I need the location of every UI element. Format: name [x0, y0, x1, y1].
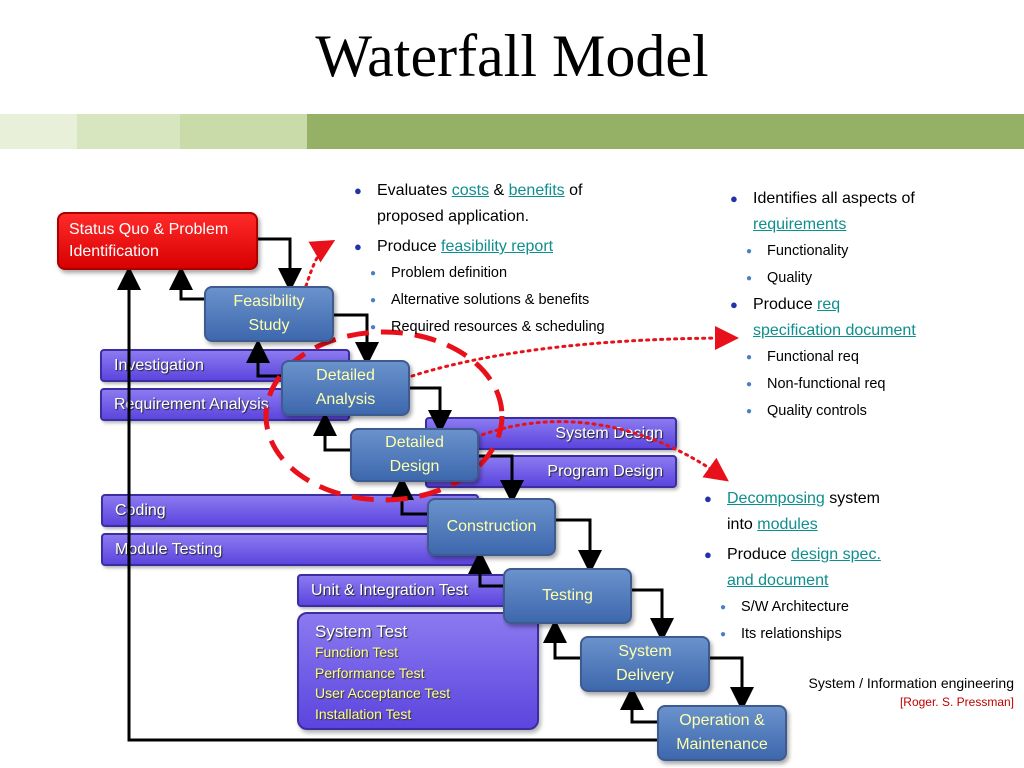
sub-item: Quality	[729, 265, 1019, 292]
box-testing: Testing	[503, 568, 632, 624]
header-band-3	[180, 114, 307, 149]
system-test-item: Installation Test	[315, 705, 412, 722]
bar-coding: Coding	[101, 494, 479, 527]
system-test-heading: System Test	[315, 622, 408, 641]
sub-item: Non-functional req	[729, 371, 1019, 398]
sub-item: S/W Architecture	[703, 594, 1003, 621]
header-band-1	[0, 114, 77, 149]
note-produce-feasibility-report: Produce feasibility report	[353, 234, 673, 260]
sub-item: Its relationships	[703, 621, 1003, 648]
system-test-item: Function Test	[315, 644, 399, 660]
box-operation-maintenance: Operation &Maintenance	[657, 705, 787, 761]
box-construction: Construction	[427, 498, 556, 556]
sub-item: Problem definition	[353, 260, 673, 287]
header-band-2	[77, 114, 180, 149]
sub-item: Quality controls	[729, 398, 1019, 425]
bar-module-testing: Module Testing	[101, 533, 479, 566]
citation-author: [Roger. S. Pressman]	[899, 695, 1014, 709]
sub-item: Functionality	[729, 238, 1019, 265]
system-test-item: User Acceptance Test	[315, 685, 451, 701]
sub-item: Functional req	[729, 344, 1019, 371]
note-produce-design-spec: Produce design spec.and document	[703, 542, 1003, 594]
citation-source: System / Information engineering	[808, 675, 1014, 691]
system-test-panel: System Test Function Test Performance Te…	[297, 612, 539, 730]
slide-title: Waterfall Model	[315, 23, 709, 89]
bar-unit-integration-test: Unit & Integration Test	[297, 574, 529, 607]
system-test-item: Performance Test	[315, 664, 425, 681]
box-status-quo-problem-identification: Status Quo & Problem Identification	[57, 212, 258, 270]
header-band-4	[307, 114, 1024, 149]
sub-item: Required resources & scheduling	[353, 314, 673, 341]
sub-item: Alternative solutions & benefits	[353, 287, 673, 314]
